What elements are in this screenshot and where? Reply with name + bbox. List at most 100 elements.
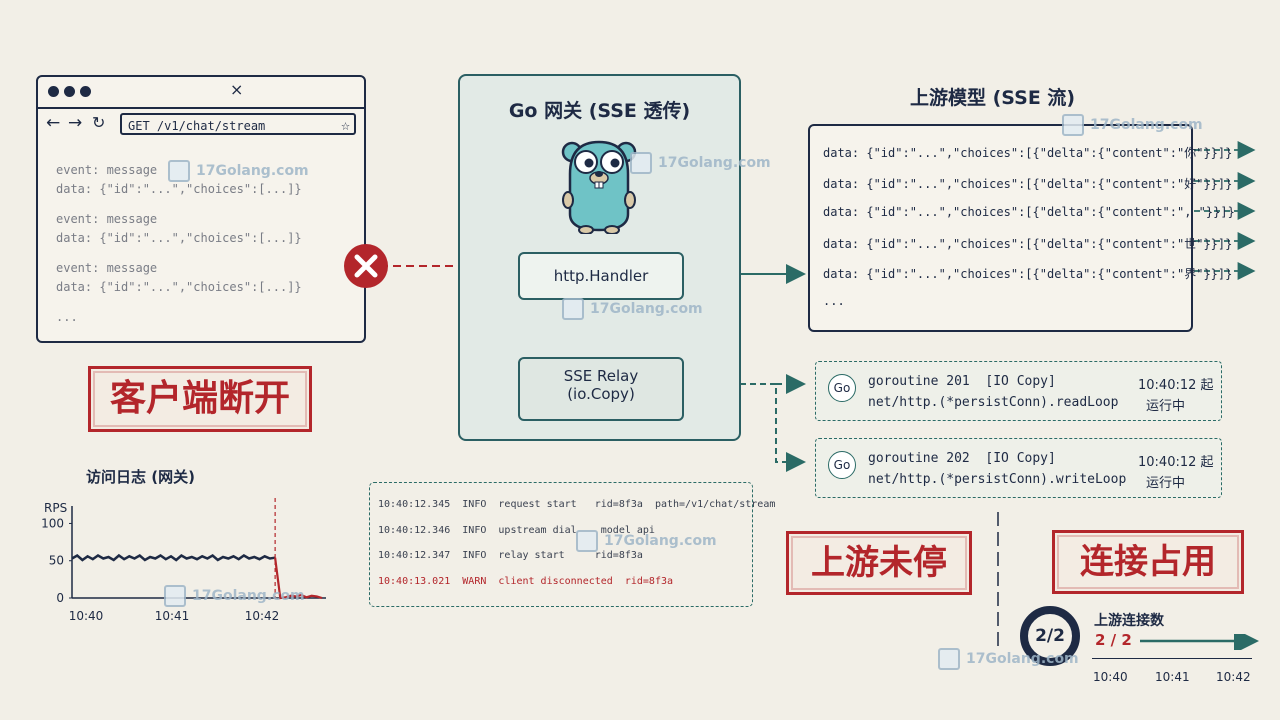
x-tick-label: 10:40 bbox=[69, 609, 104, 623]
rps-chart: RPS 0 50 100 10:40 10:41 10:42 bbox=[41, 498, 326, 623]
goroutine-func: net/http.(*persistConn).writeLoop bbox=[868, 472, 1127, 487]
log-line: 10:40:12.347 INFO relay start rid=8f3a bbox=[378, 550, 643, 561]
watermark-logo-icon bbox=[164, 585, 186, 607]
watermark-text: 17Golang.com bbox=[590, 301, 703, 317]
conn-tick-label: 10:42 bbox=[1216, 670, 1251, 684]
watermark-text: 17Golang.com bbox=[604, 533, 717, 549]
goroutine-status: 运行中 bbox=[1146, 399, 1186, 414]
watermark-logo-icon bbox=[562, 298, 584, 320]
watermark: 17Golang.com bbox=[576, 530, 717, 552]
watermark: 17Golang.com bbox=[562, 298, 703, 320]
go-badge-icon: Go bbox=[828, 374, 856, 402]
rps-series-line bbox=[71, 553, 276, 562]
sse-event-type: event: message bbox=[56, 212, 158, 226]
watermark: 17Golang.com bbox=[938, 648, 1079, 670]
conn-tick-label: 10:41 bbox=[1155, 670, 1190, 684]
window-dot-icon bbox=[64, 86, 75, 97]
gateway-log-panel: 10:40:12.345 INFO request start rid=8f3a… bbox=[369, 482, 775, 607]
watermark-text: 17Golang.com bbox=[1090, 117, 1203, 133]
watermark: 17Golang.com bbox=[168, 160, 309, 182]
sse-event: event: message data: {"id":"...","choices… bbox=[56, 161, 302, 199]
watermark: 17Golang.com bbox=[164, 585, 305, 607]
upstream-title: 上游模型 (SSE 流) bbox=[910, 87, 1076, 109]
watermark-text: 17Golang.com bbox=[196, 163, 309, 179]
sse-relay-sublabel: (io.Copy) bbox=[567, 385, 635, 403]
connection-occupied-stamp: 连接占用 bbox=[1052, 530, 1244, 594]
upstream-conn-value: 2 / 2 bbox=[1095, 631, 1132, 649]
connection-gauge bbox=[1020, 606, 1080, 666]
upstream-conn-label: 上游连接数 bbox=[1094, 613, 1164, 629]
sse-event-list: event: message data: {"id":"...","choices… bbox=[56, 161, 302, 327]
star-icon[interactable]: ☆ bbox=[340, 116, 350, 134]
sse-relay-box: SSE Relay (io.Copy) bbox=[518, 357, 684, 421]
y-tick-label: 100 bbox=[41, 516, 64, 530]
conn-tick-label: 10:40 bbox=[1093, 670, 1128, 684]
upstream-ellipsis: ... bbox=[823, 294, 845, 308]
goroutine-status: 运行中 bbox=[1146, 476, 1186, 491]
go-badge-icon: Go bbox=[828, 451, 856, 479]
log-line: 10:40:12.345 INFO request start rid=8f3a… bbox=[378, 499, 776, 510]
conn-axis bbox=[1092, 658, 1252, 659]
upstream-chunk: data: {"id":"...","choices":[{"delta":{"… bbox=[823, 267, 1233, 281]
gauge-text: 2/2 bbox=[1035, 626, 1065, 646]
sse-event-type: event: message bbox=[56, 261, 158, 275]
log-line: 10:40:12.346 INFO upstream dial model ap… bbox=[378, 525, 655, 536]
address-bar[interactable]: GET /v1/chat/stream ☆ bbox=[120, 113, 356, 135]
y-tick-label: 0 bbox=[56, 591, 64, 605]
reload-icon[interactable]: ↻ bbox=[92, 113, 106, 132]
goroutine-start-time: 10:40:12 起 bbox=[1138, 378, 1214, 393]
http-handler-box: http.Handler bbox=[518, 252, 684, 300]
sse-event-data: data: {"id":"...","choices":[...]} bbox=[56, 280, 302, 294]
access-chart-title: 访问日志 (网关) bbox=[86, 468, 195, 486]
upstream-conn-line bbox=[1140, 634, 1259, 650]
browser-window: × ← → ↻ GET /v1/chat/stream ☆ event: mes… bbox=[36, 75, 366, 343]
sse-ellipsis: ... bbox=[56, 310, 78, 324]
watermark: 17Golang.com bbox=[630, 152, 771, 174]
browser-tab-bar: × bbox=[38, 77, 364, 109]
upstream-chunk: data: {"id":"...","choices":[{"delta":{"… bbox=[823, 146, 1233, 160]
window-dot-icon bbox=[48, 86, 59, 97]
sse-event: event: message data: {"id":"...","choices… bbox=[56, 210, 302, 248]
x-tick-label: 10:41 bbox=[155, 609, 190, 623]
watermark-text: 17Golang.com bbox=[192, 588, 305, 604]
upstream-chunk: data: {"id":"...","choices":[{"delta":{"… bbox=[823, 205, 1235, 219]
http-handler-label: http.Handler bbox=[553, 267, 649, 285]
log-line-warn: 10:40:13.021 WARN client disconnected ri… bbox=[378, 576, 674, 587]
sse-event-type: event: message bbox=[56, 163, 158, 177]
watermark-logo-icon bbox=[1062, 114, 1084, 136]
goroutine-name: goroutine 202 [IO Copy] bbox=[868, 451, 1056, 466]
goroutine-card: Go goroutine 202 [IO Copy] net/http.(*pe… bbox=[815, 438, 1222, 498]
goroutine-start-time: 10:40:12 起 bbox=[1138, 455, 1214, 470]
sse-relay-label: SSE Relay bbox=[563, 367, 639, 385]
gateway-title: Go 网关 (SSE 透传) bbox=[508, 100, 691, 122]
upstream-stream-panel: data: {"id":"...","choices":[{"delta":{"… bbox=[808, 124, 1235, 332]
watermark-logo-icon bbox=[938, 648, 960, 670]
client-disconnect-stamp: 客户端断开 bbox=[88, 366, 312, 432]
upstream-chunk: data: {"id":"...","choices":[{"delta":{"… bbox=[823, 177, 1233, 191]
watermark-logo-icon bbox=[576, 530, 598, 552]
close-icon[interactable]: × bbox=[230, 80, 244, 99]
watermark-text: 17Golang.com bbox=[658, 155, 771, 171]
go-gateway-panel: Go 网关 (SSE 透传) http.Handler SSE Relay (i… bbox=[458, 74, 741, 441]
watermark-logo-icon bbox=[630, 152, 652, 174]
watermark: 17Golang.com bbox=[1062, 114, 1203, 136]
upstream-not-stopped-stamp: 上游未停 bbox=[786, 531, 972, 595]
y-axis-label: RPS bbox=[44, 501, 67, 515]
forward-icon[interactable]: → bbox=[68, 113, 83, 133]
address-bar-url: GET /v1/chat/stream bbox=[128, 119, 266, 133]
watermark-text: 17Golang.com bbox=[966, 651, 1079, 667]
window-dot-icon bbox=[80, 86, 91, 97]
watermark-logo-icon bbox=[168, 160, 190, 182]
sse-event-data: data: {"id":"...","choices":[...]} bbox=[56, 231, 302, 245]
goroutine-func: net/http.(*persistConn).readLoop bbox=[868, 395, 1119, 410]
goroutine-card: Go goroutine 201 [IO Copy] net/http.(*pe… bbox=[815, 361, 1222, 421]
back-icon[interactable]: ← bbox=[46, 113, 61, 133]
goroutine-name: goroutine 201 [IO Copy] bbox=[868, 374, 1056, 389]
x-tick-label: 10:42 bbox=[245, 609, 280, 623]
y-tick-label: 50 bbox=[49, 554, 64, 568]
relay-to-goroutines-arrow bbox=[680, 383, 806, 472]
rps-series-drop bbox=[274, 557, 323, 600]
sse-event-data: data: {"id":"...","choices":[...]} bbox=[56, 182, 302, 196]
disconnect-icon bbox=[344, 244, 388, 288]
sse-event: event: message data: {"id":"...","choices… bbox=[56, 259, 302, 297]
